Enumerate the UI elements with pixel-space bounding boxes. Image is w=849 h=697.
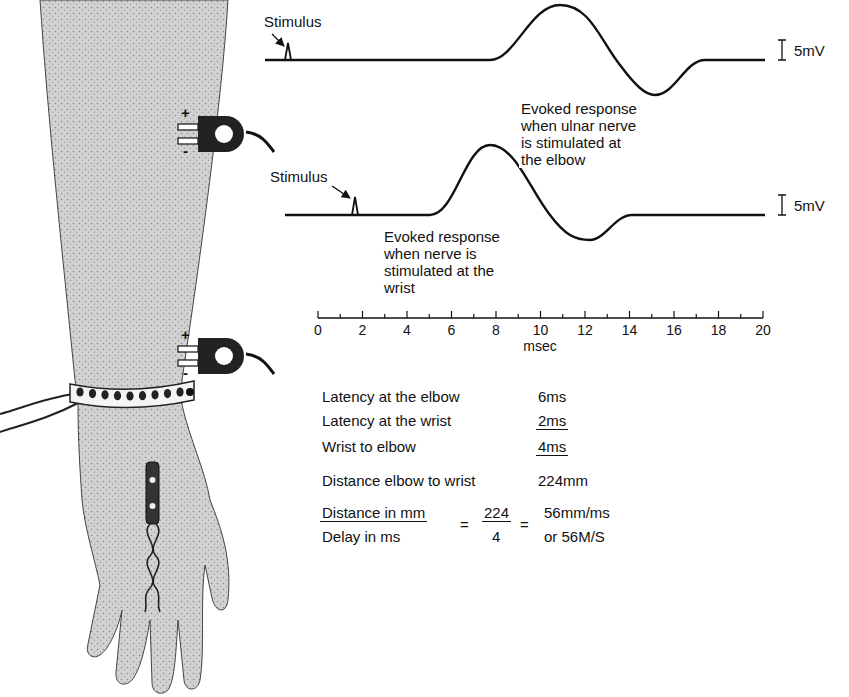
axis-tick [629, 311, 630, 318]
axis-tick [762, 311, 763, 318]
calc-text: Distance elbow to wrist [320, 472, 477, 489]
axis-tick [384, 314, 385, 318]
axis-tick-label: 20 [753, 322, 773, 339]
polarity-sign: + [181, 326, 190, 343]
axis-tick-label: 8 [490, 322, 502, 339]
response-label: Evoked response when ulnar nerve is stim… [519, 100, 648, 168]
polarity-sign: + [181, 104, 190, 121]
ground-cable [0, 402, 80, 432]
band-stud [139, 391, 146, 400]
band-stud [89, 389, 96, 398]
calc-result: 56mm/ms [542, 504, 612, 521]
fraction-numerator: Distance in mm [320, 504, 427, 522]
axis-tick-label: 16 [664, 322, 684, 339]
axis-tick [673, 311, 674, 318]
axis-tick [607, 314, 608, 318]
axis-tick-label: 0 [312, 322, 324, 339]
calc-text: Latency at the wrist [320, 412, 453, 429]
fraction-denominator: 4 [490, 528, 502, 545]
axis-tick [362, 311, 363, 318]
axis-tick [518, 314, 519, 318]
calc-text: Latency at the elbow [320, 388, 462, 405]
band-clip [186, 388, 194, 396]
axis-tick [317, 311, 318, 318]
electrode-contact [150, 503, 156, 509]
response-label: Evoked response when nerve is stimulated… [382, 228, 511, 296]
stimulus-label: Stimulus [262, 13, 324, 30]
equals-sign: = [518, 516, 531, 533]
axis-tick-label: 4 [401, 322, 413, 339]
stimulus-artifact [352, 197, 358, 215]
stimulus-label: Stimulus [268, 168, 330, 185]
pointer-arrow [332, 186, 350, 198]
axis-tick-label: 12 [575, 322, 595, 339]
electrode-contact [150, 477, 156, 483]
band-stud [176, 387, 183, 396]
axis-tick [429, 314, 430, 318]
polarity-sign: - [183, 142, 188, 159]
calc-value: 2ms [536, 412, 568, 430]
band-stud [151, 390, 158, 399]
axis-tick [495, 311, 496, 318]
polarity-sign: - [183, 364, 188, 381]
pointer-arrow [272, 34, 284, 46]
axis-tick [451, 311, 452, 318]
axis-tick-label: 18 [709, 322, 729, 339]
axis-tick [340, 314, 341, 318]
fraction-numerator: 224 [482, 504, 511, 522]
band-stud [126, 391, 133, 400]
axis-tick-label: 6 [446, 322, 458, 339]
axis-tick [562, 314, 563, 318]
axis-tick-label: 10 [531, 322, 551, 339]
axis-tick [540, 311, 541, 318]
stimulating-probe [178, 338, 274, 374]
axis-ticks [318, 311, 763, 318]
axis-tick [584, 311, 585, 318]
band-stud [114, 391, 121, 400]
axis-tick-label: 2 [357, 322, 369, 339]
axis-tick [651, 314, 652, 318]
stimulating-probe [178, 116, 274, 152]
band-stud [76, 387, 83, 396]
calc-value: 4ms [536, 438, 568, 456]
axis-tick [696, 314, 697, 318]
axis-unit: msec [521, 338, 558, 355]
axis-tick [718, 311, 719, 318]
calc-value: 224mm [536, 472, 590, 489]
equals-sign: = [458, 516, 471, 533]
evoked-trace [265, 5, 765, 95]
axis-tick [473, 314, 474, 318]
scale-bar [778, 40, 786, 60]
scale-label: 5mV [792, 42, 827, 59]
scale-label: 5mV [792, 197, 827, 214]
calc-value: 6ms [536, 388, 568, 405]
recording-electrode [146, 462, 159, 524]
axis-tick [406, 311, 407, 318]
axis-tick-label: 14 [620, 322, 640, 339]
calc-text: Wrist to elbow [320, 438, 418, 455]
fraction-denominator: Delay in ms [320, 528, 402, 545]
band-stud [164, 389, 171, 398]
scale-bar [778, 195, 786, 215]
twisted-lead [145, 524, 153, 612]
band-stud [101, 390, 108, 399]
axis-tick [740, 314, 741, 318]
wristband [70, 381, 194, 408]
calc-result: or 56M/S [542, 528, 607, 545]
twisted-lead [153, 524, 160, 612]
stimulus-artifact [285, 43, 291, 60]
wristband-studs [76, 387, 183, 400]
